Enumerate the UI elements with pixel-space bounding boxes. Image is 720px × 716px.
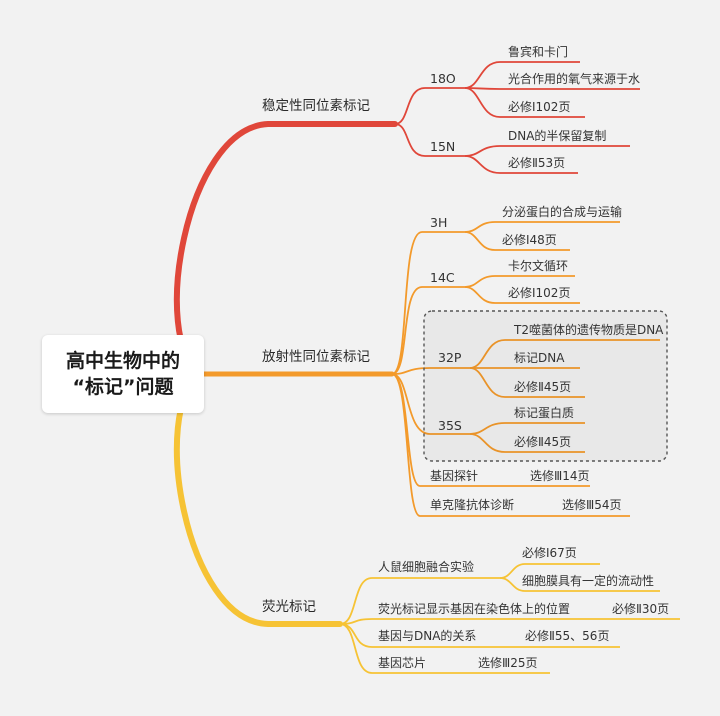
node-3h-item-2[interactable]: 必修Ⅰ48页 <box>502 233 557 247</box>
node-15n-item-1[interactable]: DNA的半保留复制 <box>508 129 607 143</box>
node-antibody-item[interactable]: 选修Ⅲ54页 <box>562 498 622 512</box>
node-18o[interactable]: 18O <box>430 71 456 86</box>
node-35s[interactable]: 35S <box>438 418 462 433</box>
node-35s-item-2[interactable]: 必修Ⅱ45页 <box>514 435 572 449</box>
node-32p-item-2[interactable]: 标记DNA <box>514 351 565 365</box>
node-32p[interactable]: 32P <box>438 350 462 365</box>
node-gene-chip-item[interactable]: 选修Ⅲ25页 <box>478 656 538 670</box>
node-3h-item-1[interactable]: 分泌蛋白的合成与运输 <box>502 205 623 219</box>
node-gene-probe-item[interactable]: 选修Ⅲ14页 <box>530 469 590 483</box>
node-antibody[interactable]: 单克隆抗体诊断 <box>430 498 515 512</box>
node-14c[interactable]: 14C <box>430 270 455 285</box>
node-cell-fusion-item-1[interactable]: 必修Ⅰ67页 <box>522 546 577 560</box>
node-15n-item-2[interactable]: 必修Ⅱ53页 <box>508 156 566 170</box>
node-32p-item-1[interactable]: T2噬菌体的遗传物质是DNA <box>514 323 664 337</box>
root-node[interactable]: 高中生物中的 “标记”问题 <box>42 335 204 413</box>
node-gene-probe[interactable]: 基因探针 <box>430 469 479 483</box>
branch-stable-label[interactable]: 稳定性同位素标记 <box>262 98 370 114</box>
node-chromosome-item[interactable]: 必修Ⅱ30页 <box>612 602 670 616</box>
root-title-line2: “标记”问题 <box>72 376 174 398</box>
node-18o-item-3[interactable]: 必修Ⅰ102页 <box>508 100 571 114</box>
node-gene-chip[interactable]: 基因芯片 <box>378 656 427 670</box>
node-18o-item-1[interactable]: 鲁宾和卡门 <box>508 45 569 59</box>
node-chromosome[interactable]: 荧光标记显示基因在染色体上的位置 <box>378 602 571 616</box>
branch-fluor-label[interactable]: 荧光标记 <box>262 599 316 615</box>
branch-radio-label[interactable]: 放射性同位素标记 <box>262 349 370 365</box>
node-gene-dna-item[interactable]: 必修Ⅱ55、56页 <box>525 629 610 643</box>
node-3h[interactable]: 3H <box>430 215 448 230</box>
dashed-group-box <box>423 310 668 462</box>
node-cell-fusion[interactable]: 人鼠细胞融合实验 <box>378 560 475 574</box>
node-gene-dna[interactable]: 基因与DNA的关系 <box>378 629 477 643</box>
node-32p-item-3[interactable]: 必修Ⅱ45页 <box>514 380 572 394</box>
node-18o-item-2[interactable]: 光合作用的氧气来源于水 <box>508 72 641 86</box>
stable-connectors <box>394 61 640 174</box>
radio-connectors <box>391 221 660 517</box>
node-35s-item-1[interactable]: 标记蛋白质 <box>514 406 575 420</box>
root-title-line1: 高中生物中的 <box>65 350 180 372</box>
node-15n[interactable]: 15N <box>430 139 456 154</box>
fluor-connectors <box>339 563 680 674</box>
node-14c-item-2[interactable]: 必修Ⅰ102页 <box>508 286 571 300</box>
node-cell-fusion-item-2[interactable]: 细胞膜具有一定的流动性 <box>522 574 655 588</box>
branch-stable-connector <box>173 121 398 377</box>
node-14c-item-1[interactable]: 卡尔文循环 <box>508 259 569 273</box>
